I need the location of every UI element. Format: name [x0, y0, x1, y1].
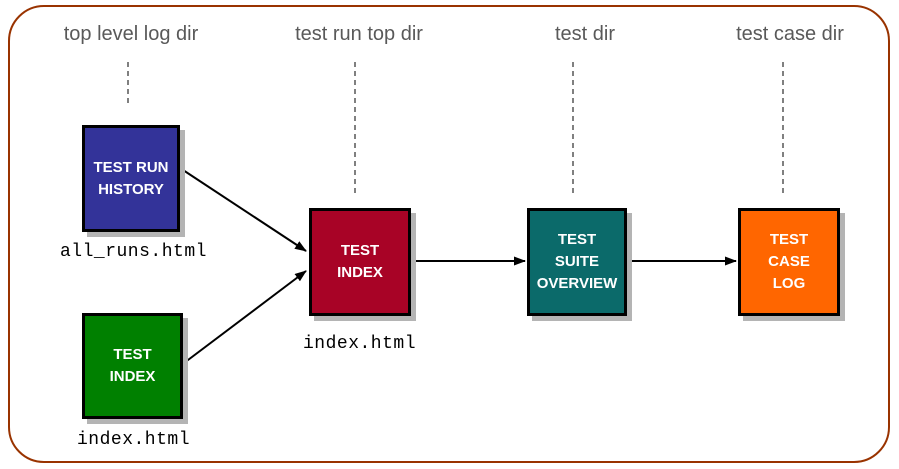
file-label-all-runs-html: all_runs.html [60, 242, 207, 262]
column-header-test-dir: test dir [554, 23, 616, 45]
diagram-frame-border [8, 5, 890, 463]
node-test-suite-overview: TEST SUITE OVERVIEW [527, 208, 627, 316]
node-test-index-run: TEST INDEX [309, 208, 411, 316]
node-test-run-history-label: TEST RUN HISTORY [93, 158, 169, 198]
node-test-run-history: TEST RUN HISTORY [82, 125, 180, 232]
file-label-index-html-top-level: index.html [77, 430, 191, 450]
node-test-index-top-level-label: TEST INDEX [109, 346, 156, 385]
file-label-index-html-run: index.html [303, 334, 417, 354]
column-header-test-case-dir: test case dir [736, 23, 844, 45]
node-test-case-log: TEST CASE LOG [738, 208, 840, 316]
column-header-test-run-top-dir: test run top dir [295, 23, 423, 45]
node-test-suite-overview-label: TEST SUITE OVERVIEW [536, 231, 618, 292]
node-test-case-log-label: TEST CASE LOG [768, 231, 810, 292]
arrow-index-to-index [183, 270, 307, 364]
node-test-index-top-level: TEST INDEX [82, 313, 183, 419]
arrow-history-to-index [182, 169, 307, 252]
node-test-index-run-label: TEST INDEX [337, 242, 383, 281]
column-header-top-level-log-dir: top level log dir [63, 23, 199, 45]
